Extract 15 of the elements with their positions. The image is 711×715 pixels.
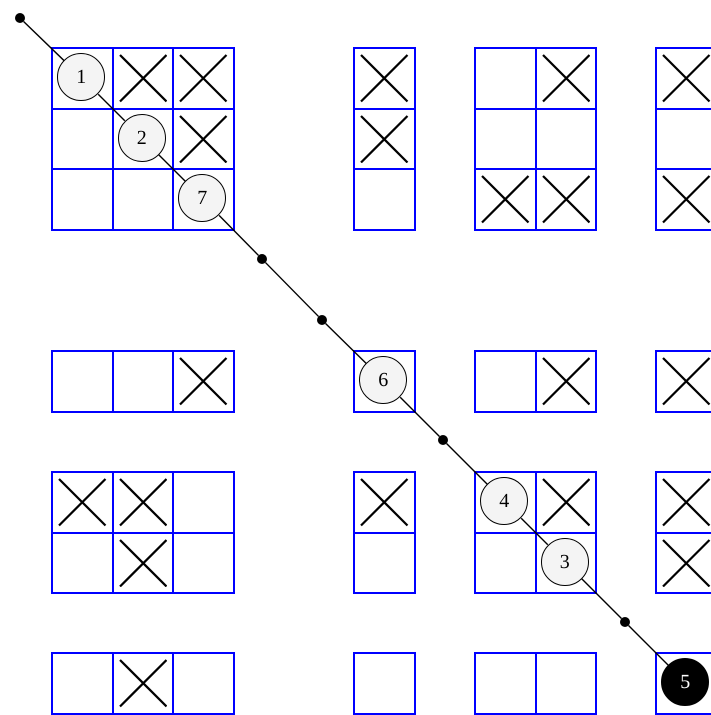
connector-line — [581, 578, 622, 619]
connector-line — [628, 625, 669, 666]
number-label: 5 — [680, 672, 690, 692]
connector-line — [325, 323, 367, 364]
number-label: 6 — [378, 370, 388, 390]
number-label: 4 — [499, 491, 510, 512]
connector-line — [23, 20, 64, 62]
number-label: 7 — [197, 188, 208, 208]
connector-line — [400, 396, 440, 437]
connector-line — [218, 214, 259, 256]
number-label: 1 — [76, 67, 86, 88]
connector-line — [446, 443, 488, 485]
number-label: 2 — [136, 128, 147, 148]
connector-line — [265, 262, 319, 317]
number-label: 3 — [560, 552, 570, 572]
